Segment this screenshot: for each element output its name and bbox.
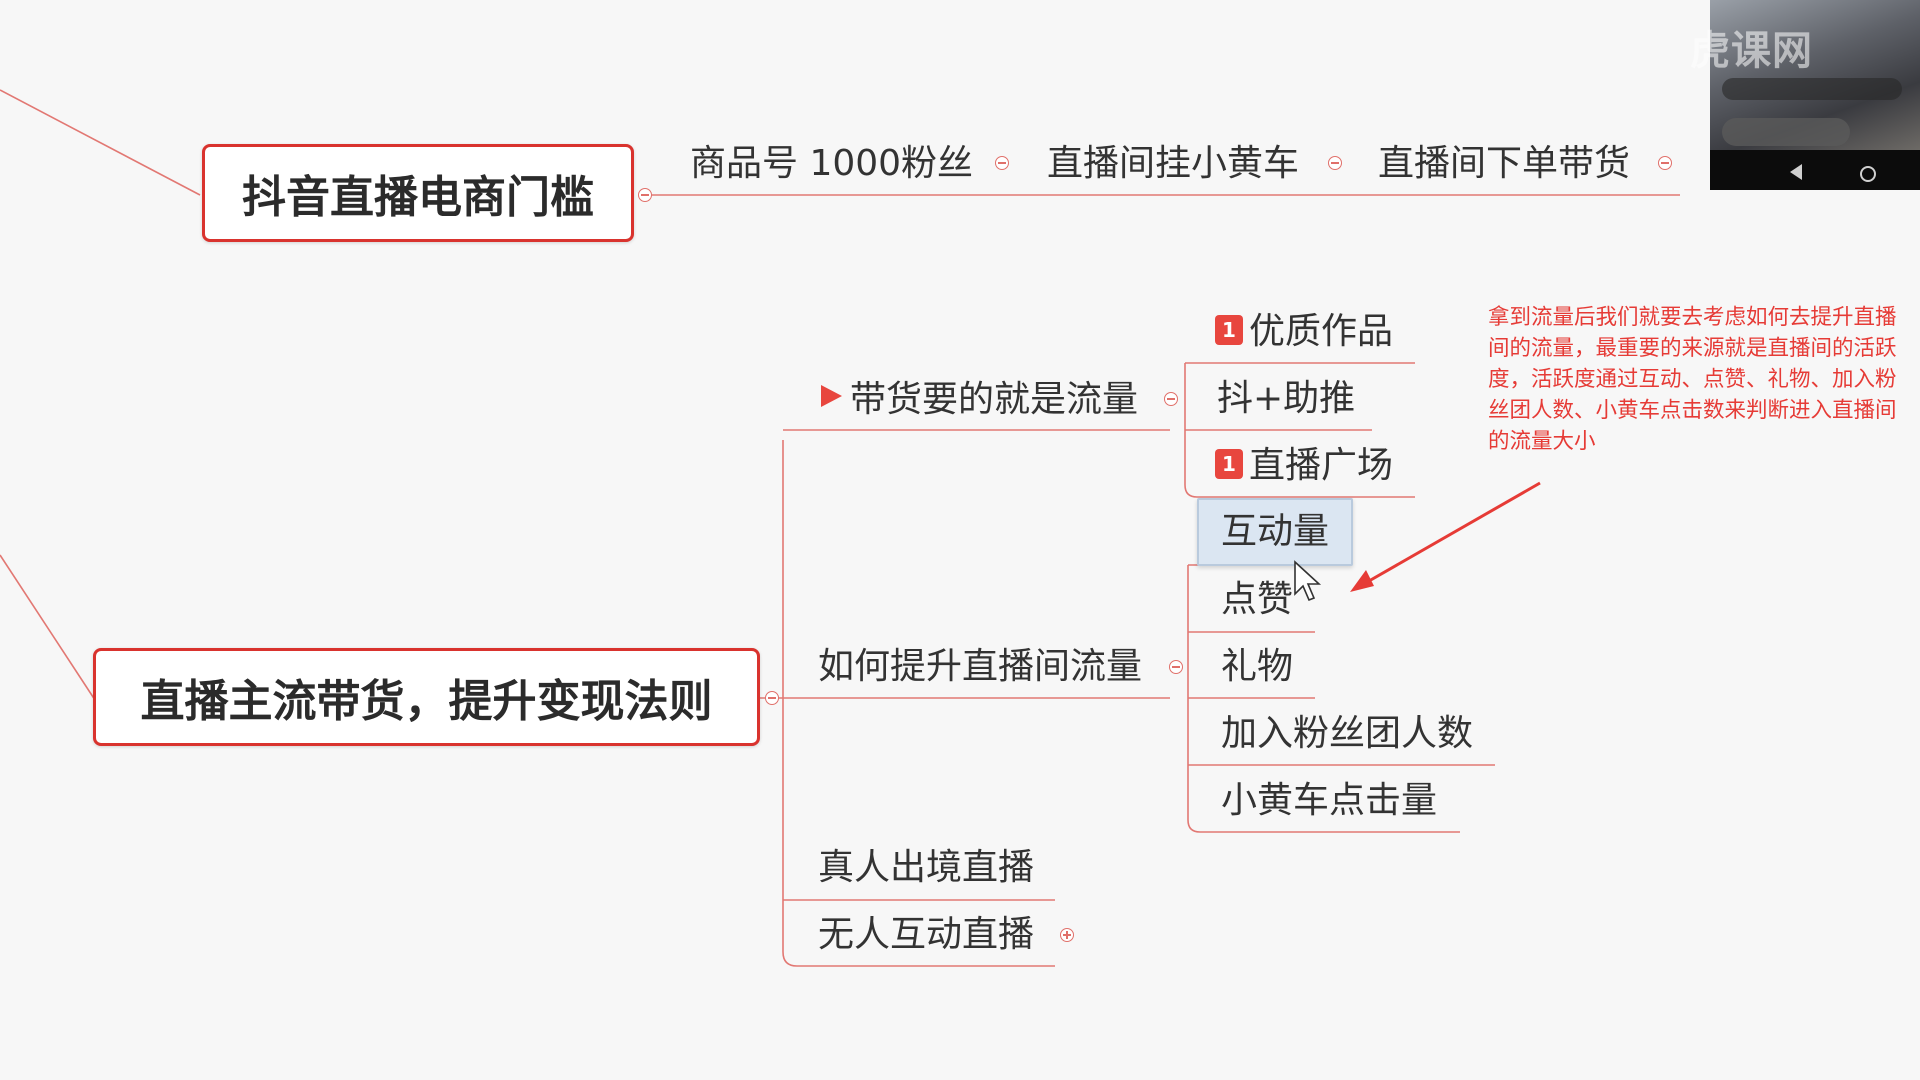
annotation-note: 拿到流量后我们就要去考虑如何去提升直播间的流量，最重要的来源就是直播间的活跃度，…: [1488, 305, 1897, 454]
threshold-collapse-toggle[interactable]: [638, 188, 652, 202]
mouse-cursor-icon: [1294, 560, 1322, 602]
branch-real-person[interactable]: 真人出境直播: [818, 847, 1035, 888]
branch-boost-collapse[interactable]: [1169, 660, 1183, 674]
branch-traffic-collapse[interactable]: [1164, 392, 1178, 406]
video-nav-bar: [1710, 150, 1920, 190]
branch-traffic-label: 带货要的就是流量: [850, 379, 1139, 420]
live-video-preview: [1710, 0, 1920, 190]
root-node-rule-label: 直播主流带货，提升变现法则: [140, 676, 713, 727]
threshold-node-1[interactable]: 商品号 1000粉丝: [690, 143, 974, 184]
video-chat-bar: [1722, 78, 1902, 100]
home-icon: [1860, 166, 1876, 182]
branch-no-person[interactable]: 无人互动直播: [818, 914, 1035, 955]
priority-1-icon: 1: [1215, 315, 1243, 345]
traffic-child-1-label: 优质作品: [1249, 311, 1394, 352]
boost-child-interaction[interactable]: 互动量: [1197, 498, 1354, 566]
branch-boost[interactable]: 如何提升直播间流量: [818, 646, 1143, 687]
threshold-node-2[interactable]: 直播间挂小黄车: [1047, 143, 1300, 184]
root-node-rule[interactable]: 直播主流带货，提升变现法则: [93, 648, 760, 746]
threshold-node-2-collapse[interactable]: [1328, 156, 1342, 170]
priority-1-icon: 1: [1215, 449, 1243, 479]
boost-child-gifts[interactable]: 礼物: [1221, 646, 1294, 687]
branch-traffic[interactable]: 带货要的就是流量: [818, 378, 1138, 422]
back-icon: [1790, 164, 1802, 180]
video-input-pill: [1722, 118, 1850, 146]
branch-no-person-expand[interactable]: [1060, 928, 1074, 942]
threshold-node-3-collapse[interactable]: [1658, 156, 1672, 170]
root-node-threshold[interactable]: 抖音直播电商门槛: [202, 144, 634, 242]
flag-icon: [821, 385, 842, 407]
boost-child-likes[interactable]: 点赞: [1221, 579, 1294, 620]
rule-collapse-toggle[interactable]: [765, 691, 779, 705]
threshold-node-3[interactable]: 直播间下单带货: [1378, 143, 1631, 184]
boost-child-fanclub[interactable]: 加入粉丝团人数: [1221, 713, 1474, 754]
watermark: 虎课网: [1690, 28, 1813, 74]
traffic-child-3-label: 直播广场: [1249, 445, 1394, 486]
root-node-threshold-label: 抖音直播电商门槛: [242, 172, 594, 223]
threshold-node-1-collapse[interactable]: [995, 156, 1009, 170]
traffic-child-2[interactable]: 抖+助推: [1217, 378, 1356, 419]
boost-child-cart-clicks[interactable]: 小黄车点击量: [1221, 780, 1438, 821]
